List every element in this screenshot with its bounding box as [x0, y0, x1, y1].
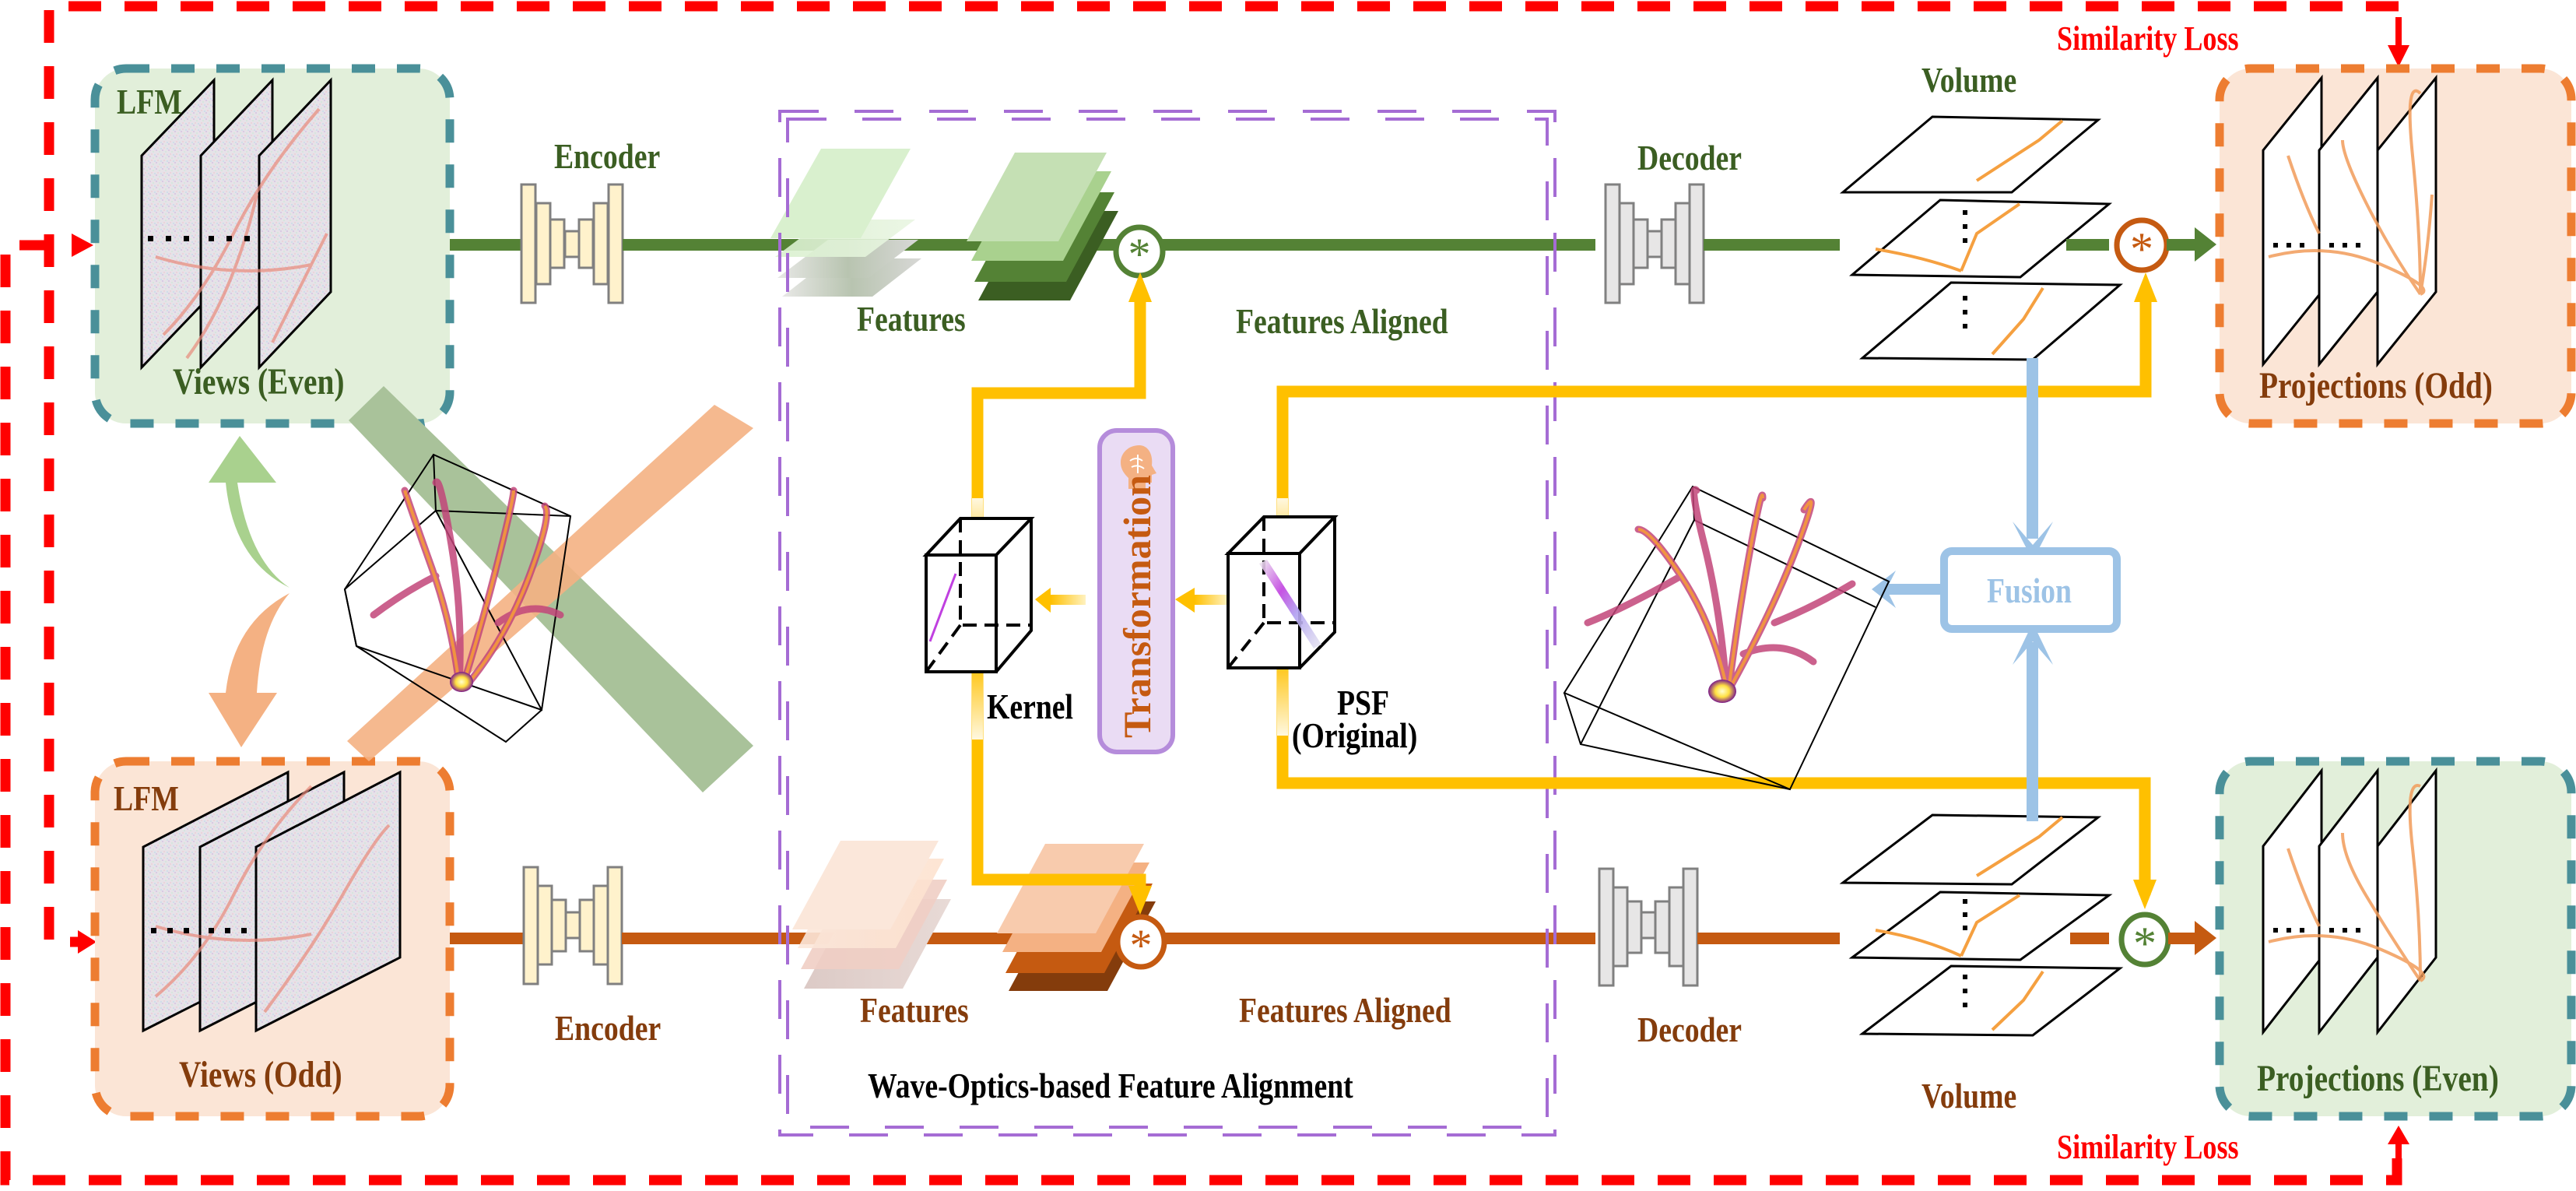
arrow-to-projections-odd [2195, 227, 2216, 262]
psf-path-to-top-output [1276, 296, 2152, 545]
fusion-path [1872, 358, 2053, 821]
psf-fade-down [1277, 658, 1288, 736]
projections-odd-caption: Projections (Odd) [2259, 365, 2493, 406]
asterisk-convolution-icon: * [1114, 914, 1167, 971]
even-branch-line-3 [1160, 239, 1595, 251]
volume-slice-neurons-top [1875, 119, 2064, 356]
features-label-top: Features [857, 299, 966, 339]
features-aligned-label-bottom: Features Aligned [1239, 990, 1451, 1030]
projections-even-panel [2215, 757, 2576, 1121]
swap-arrow-down-icon [209, 593, 290, 747]
odd-branch-line-1 [450, 933, 528, 944]
alignment-module-border [778, 110, 1556, 1137]
arrow-to-projections-even [2195, 921, 2216, 955]
arrow-psf-to-transform [1175, 588, 1195, 613]
decoder-label-bottom: Decoder [1637, 1010, 1742, 1049]
fusion-label: Fusion [1987, 571, 2072, 610]
encoder-label-bottom: Encoder [555, 1008, 662, 1048]
volume-slice-neurons-bottom [1875, 816, 2064, 1031]
volume-slices-top [1839, 115, 2123, 361]
convolution-symbol: * [1130, 920, 1153, 971]
even-branch-line-4 [1704, 239, 1840, 251]
arrow-into-top-conv [1128, 272, 1152, 302]
asterisk-convolution-icon: * [2114, 217, 2170, 275]
encoder-label-top: Encoder [554, 136, 661, 176]
odd-branch-line-3 [1156, 933, 1595, 944]
similarity-loss-loop-odd [44, 1, 2399, 947]
projections-even-caption: Projections (Even) [2257, 1058, 2499, 1099]
psf-label-line2: (Original) [1292, 715, 1418, 755]
transformation-module: Transformation [1097, 428, 1175, 754]
similarity-loss-label-bottom: Similarity Loss [2057, 1128, 2239, 1166]
ellipsis-icon [151, 928, 247, 933]
ellipsis-icon [1963, 899, 1967, 1007]
psf-cube [1224, 515, 1339, 669]
lfm-title-even: LFM [117, 82, 182, 121]
lfm-view-stack-odd [142, 770, 402, 1033]
features-stack-top [770, 149, 921, 297]
encoder-block-top [520, 183, 624, 304]
projections-odd-panel [2215, 64, 2576, 428]
neuron-volume-illustration [343, 386, 753, 792]
even-branch-line-1 [450, 239, 528, 251]
ellipsis-icon [2273, 243, 2360, 248]
transformation-label: Transformation [1115, 475, 1159, 738]
features-label-bottom: Features [860, 990, 969, 1030]
views-odd-caption: Views (Odd) [179, 1054, 342, 1095]
volume-label-top: Volume [1921, 60, 2017, 100]
ellipsis-icon [148, 236, 250, 241]
fused-neuron-volume [1563, 485, 1890, 791]
convolution-symbol: * [2133, 918, 2157, 969]
arrow-psf-to-transform-shaft [1195, 595, 1227, 605]
lfm-view-stack-even [140, 77, 332, 371]
swap-arrow-up-icon [209, 436, 290, 588]
features-aligned-label-top: Features Aligned [1236, 301, 1448, 341]
kernel-cube [922, 517, 1035, 673]
fusion-module[interactable] [1940, 547, 2121, 633]
loss-arrow-to-projections-even [2388, 1126, 2409, 1168]
arrow-transform-to-kernel [1035, 588, 1051, 613]
views-odd-panel [90, 757, 454, 1121]
asterisk-convolution-icon: * [1113, 224, 1166, 279]
decoder-label-top: Decoder [1637, 138, 1742, 177]
loss-arrow-into-views-even [72, 234, 93, 257]
similarity-loss-loop-even [0, 240, 2402, 1186]
views-even-panel [90, 64, 454, 428]
even-branch-line-5 [2066, 239, 2109, 251]
lfm-title-odd: LFM [114, 778, 179, 818]
kernel-fade-down [972, 662, 983, 740]
ellipsis-icon [2273, 928, 2360, 933]
loss-arrow-to-projections-odd [2388, 17, 2409, 67]
brain-head-icon [1121, 445, 1156, 489]
views-even-caption: Views (Even) [173, 361, 345, 402]
loss-arrow-into-views-odd [78, 930, 97, 954]
features-stack-bottom [792, 841, 951, 989]
similarity-loss-label-top: Similarity Loss [2057, 19, 2239, 58]
odd-branch-line-4 [1697, 933, 1840, 944]
features-aligned-stack-top [967, 153, 1118, 300]
kernel-label: Kernel [987, 687, 1074, 726]
arrow-transform-to-kernel-shaft [1051, 595, 1086, 605]
alignment-module-caption: Wave-Optics-based Feature Alignment [868, 1066, 1353, 1105]
convolution-symbol: * [1128, 229, 1151, 279]
decoder-block-top [1604, 183, 1705, 304]
psf-label-line1: PSF [1337, 683, 1390, 722]
odd-branch-line-6 [2168, 933, 2198, 944]
asterisk-convolution-icon: * [2118, 912, 2171, 969]
volume-label-bottom: Volume [1921, 1076, 2017, 1115]
arrow-into-top-output-conv [2134, 272, 2157, 302]
odd-branch-line-5 [2070, 933, 2109, 944]
volume-slices-bottom [1839, 813, 2124, 1037]
arrow-into-bottom-conv [1128, 886, 1152, 915]
encoder-block-bottom [522, 866, 623, 985]
ellipsis-icon [1963, 210, 1967, 328]
even-branch-line-6 [2167, 239, 2198, 251]
decoder-block-bottom [1598, 867, 1699, 987]
convolution-symbol: * [2130, 223, 2153, 275]
arrow-into-bottom-output-conv [2133, 880, 2157, 909]
